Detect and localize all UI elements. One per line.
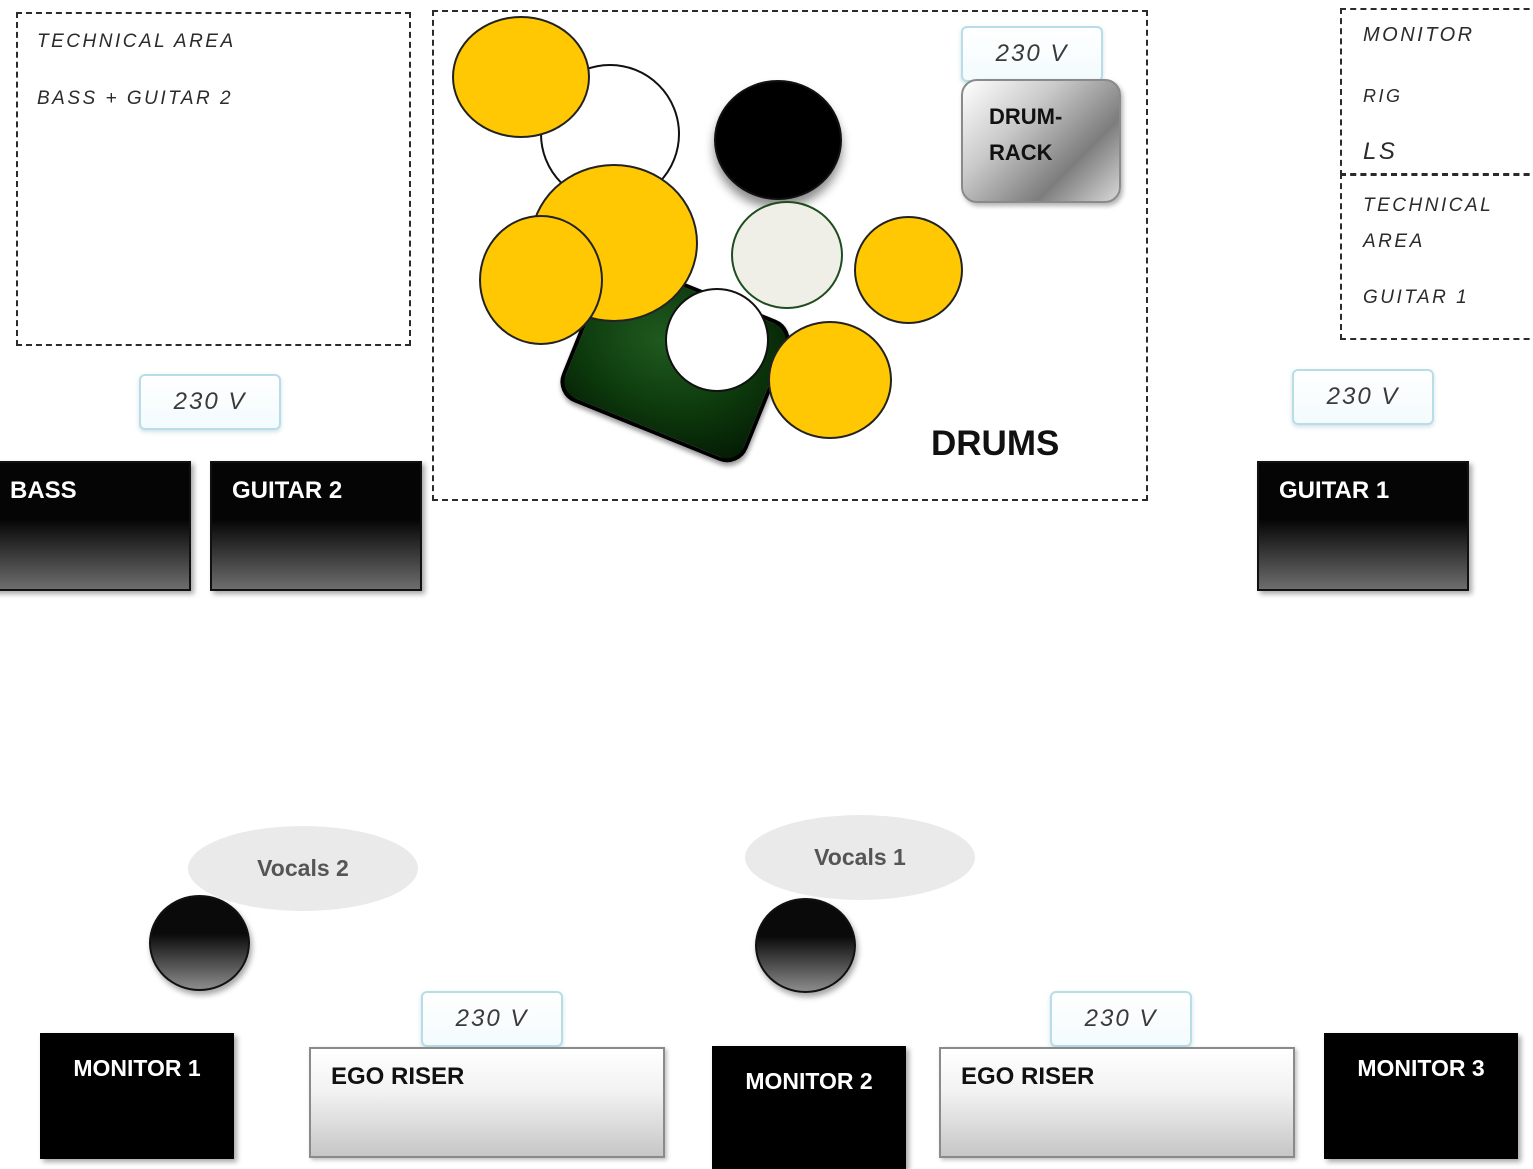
ego-riser-left-label: EGO RISER <box>331 1063 465 1090</box>
technical-area-left: TECHNICAL AREA BASS + GUITAR 2 <box>16 12 411 346</box>
technical-area-right: TECHNICAL AREA GUITAR 1 <box>1340 173 1533 340</box>
technical-area-left-title: TECHNICAL AREA <box>37 31 236 52</box>
drum-rack-label: DRUM- RACK <box>989 104 1063 165</box>
floor-tom-black <box>714 80 842 200</box>
bass-drum <box>665 288 769 392</box>
amp-guitar-1: GUITAR 1 <box>1257 461 1469 591</box>
vocals-2-bubble: Vocals 2 <box>188 826 418 911</box>
amp-guitar-1-label: GUITAR 1 <box>1279 477 1390 504</box>
power-tag-guitar1: 230 V <box>1292 369 1434 425</box>
technical-area-right-line2: AREA <box>1363 231 1425 252</box>
monitor-rig-line1: MONITOR <box>1363 24 1475 46</box>
drums-label: DRUMS <box>931 424 1060 463</box>
technical-area-left-subtitle: BASS + GUITAR 2 <box>37 88 234 109</box>
vocals-2-label: Vocals 2 <box>257 855 349 881</box>
monitor-3-label: MONITOR 3 <box>1357 1055 1485 1081</box>
snare-drum <box>731 201 843 309</box>
ego-riser-right: EGO RISER <box>939 1047 1295 1158</box>
technical-area-right-line3: GUITAR 1 <box>1363 287 1470 308</box>
drum-rack: DRUM- RACK <box>961 79 1121 203</box>
monitor-rig-line2: RIG <box>1363 86 1403 106</box>
cymbal-right <box>854 216 963 324</box>
drum-area <box>432 10 1148 501</box>
technical-area-right-line1: TECHNICAL <box>1363 195 1494 216</box>
monitor-1-label: MONITOR 1 <box>73 1055 201 1081</box>
monitor-3: MONITOR 3 <box>1324 1033 1518 1159</box>
power-tag-bass-guitar2: 230 V <box>139 374 281 430</box>
monitor-2: MONITOR 2 <box>712 1046 906 1169</box>
amp-bass-label: BASS <box>10 477 77 504</box>
monitor-rig-area: MONITOR RIG LS <box>1340 8 1533 176</box>
monitor-rig-line3: LS <box>1363 138 1398 165</box>
vocals-1-bubble: Vocals 1 <box>745 815 975 900</box>
power-tag-riser-left: 230 V <box>421 991 563 1047</box>
mic-stand-vocals-2 <box>149 895 250 991</box>
amp-guitar-2-label: GUITAR 2 <box>232 477 343 504</box>
ego-riser-left: EGO RISER <box>309 1047 665 1158</box>
monitor-2-label: MONITOR 2 <box>745 1068 873 1094</box>
amp-guitar-2: GUITAR 2 <box>210 461 422 591</box>
cymbal-left <box>479 215 603 345</box>
cymbal-top-left <box>452 16 590 138</box>
vocals-1-label: Vocals 1 <box>814 844 906 870</box>
monitor-1: MONITOR 1 <box>40 1033 234 1159</box>
power-tag-riser-right: 230 V <box>1050 991 1192 1047</box>
cymbal-bottom-right <box>768 321 892 439</box>
mic-stand-vocals-1 <box>755 898 856 993</box>
amp-bass: BASS <box>0 461 191 591</box>
ego-riser-right-label: EGO RISER <box>961 1063 1095 1090</box>
power-tag-drums: 230 V <box>961 26 1103 82</box>
